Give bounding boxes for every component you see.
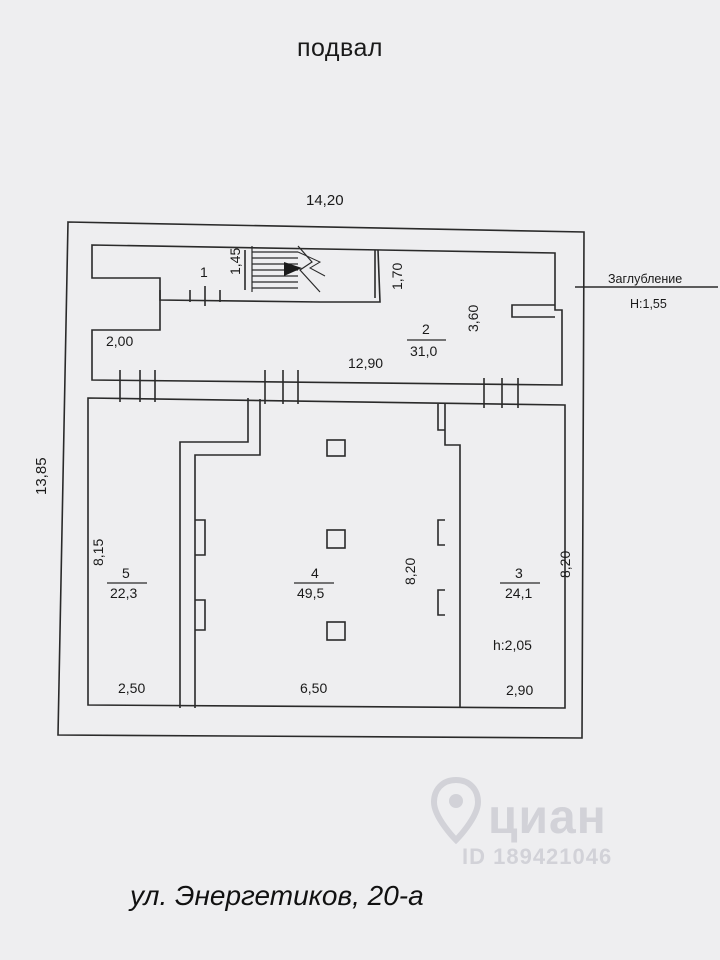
room-3-number: 3	[515, 565, 523, 581]
room-3-area: 24,1	[505, 585, 532, 601]
dim-room5-height: 8,15	[90, 539, 106, 566]
column	[326, 621, 346, 641]
dim-room4-height: 8,20	[402, 558, 418, 585]
dim-room2-depth-a: 1,70	[389, 263, 405, 290]
dim-corridor-end: 2,00	[106, 333, 133, 349]
pilaster	[437, 519, 445, 546]
room-2-area: 31,0	[410, 343, 437, 359]
pilaster	[195, 599, 206, 631]
room-5-number: 5	[122, 565, 130, 581]
depth-value: Н:1,55	[630, 297, 667, 311]
room-5-area: 22,3	[110, 585, 137, 601]
page-title: подвал	[297, 34, 383, 62]
walls	[57, 221, 718, 739]
dim-overall-width: 14,20	[306, 192, 344, 209]
column	[326, 529, 346, 549]
break-line-icon	[297, 251, 326, 277]
partition-5-4-inner	[194, 399, 261, 708]
watermark: циан ID 189421046	[428, 770, 658, 870]
dim-room5-width: 2,50	[118, 680, 145, 696]
map-pin-icon	[430, 776, 482, 844]
dim-room2-depth-b: 3,60	[465, 305, 481, 332]
upper-block-wall	[91, 244, 563, 386]
room-2-number: 2	[422, 321, 430, 337]
area-fraction-lines	[107, 339, 540, 584]
watermark-id: ID 189421046	[462, 844, 613, 869]
pilaster	[195, 519, 206, 556]
room-1-number: 1	[200, 264, 208, 280]
lower-block-wall	[87, 397, 566, 709]
address-caption: ул. Энергетиков, 20-а	[130, 880, 424, 911]
stairs	[251, 245, 321, 293]
partition-4-3-inner	[437, 404, 445, 431]
ceiling-height: h:2,05	[493, 637, 532, 653]
room-4-area: 49,5	[297, 585, 324, 601]
pilaster	[437, 589, 445, 616]
depth-label: Заглубление	[608, 272, 682, 286]
dim-room3-width: 2,90	[506, 682, 533, 698]
room1-wall	[159, 249, 381, 303]
niche-wall	[511, 304, 555, 318]
dim-stair-height: 1,45	[227, 248, 243, 275]
dim-room4-width: 6,50	[300, 680, 327, 696]
room-4-number: 4	[311, 565, 319, 581]
partition-4-3	[444, 404, 461, 708]
outer-wall	[57, 221, 585, 739]
dim-room3-height: 8,20	[557, 551, 573, 578]
watermark-brand: циан	[488, 791, 607, 844]
column	[326, 439, 346, 457]
dim-corridor-length: 12,90	[348, 355, 383, 371]
dim-overall-height: 13,85	[33, 457, 50, 495]
partition-5-4	[179, 398, 249, 708]
stair-arrow-icon	[284, 262, 302, 276]
